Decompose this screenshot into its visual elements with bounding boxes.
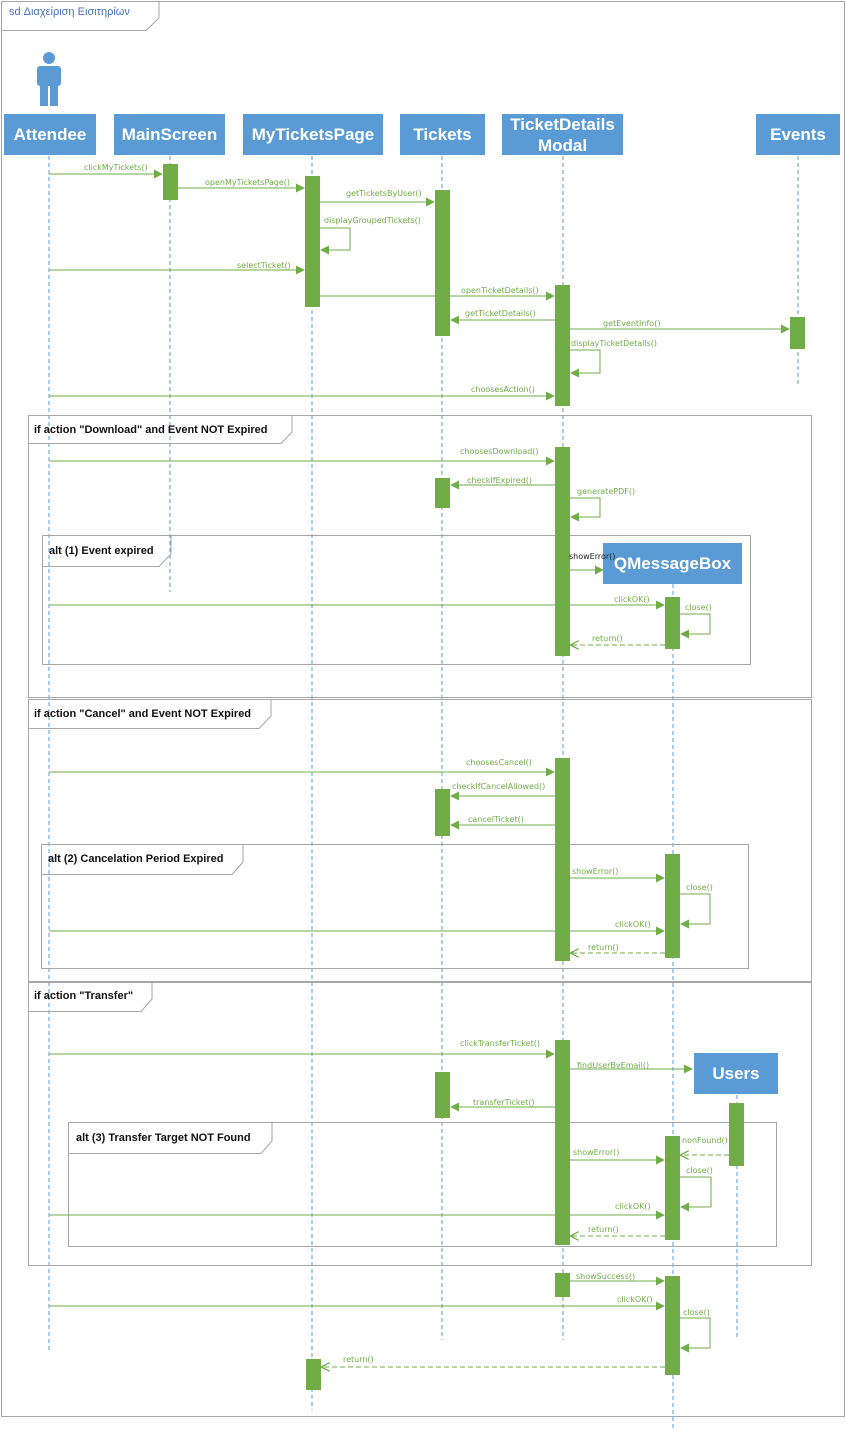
self-generate-pdf [570, 497, 601, 522]
msg-click-ok-1: clickOK() [614, 595, 650, 604]
msg-show-error-2: showError() [572, 867, 619, 876]
msg-open-ticket-details: openTicketDetails() [461, 286, 539, 295]
activation-qmessagebox-4 [665, 1276, 680, 1375]
msg-click-ok-2: clickOK() [615, 920, 651, 929]
activation-ticketdetails-1 [555, 285, 570, 406]
msg-return-2: return() [588, 943, 619, 952]
activation-ticketdetails-5 [555, 1273, 570, 1297]
msg-return-1: return() [592, 634, 623, 643]
activation-events [790, 317, 805, 349]
msg-close-2: close() [686, 883, 713, 892]
msg-click-ok-3: clickOK() [615, 1202, 651, 1211]
lifeline-head-qmessagebox: QMessageBox [603, 543, 742, 584]
activation-qmessagebox-1 [665, 597, 680, 649]
fragment-download [28, 415, 812, 698]
msg-close-4: close() [683, 1308, 710, 1317]
msg-transfer-ticket: transferTicket() [473, 1098, 535, 1107]
fragment-alt3 [68, 1122, 777, 1247]
msg-display-grouped-tickets: displayGroupedTickets() [324, 216, 421, 225]
self-close-1 [680, 613, 711, 639]
msg-get-ticket-details: getTicketDetails() [465, 309, 536, 318]
fragment-label-download: if action "Download" and Event NOT Expir… [34, 424, 268, 436]
self-close-3 [680, 1176, 712, 1212]
activation-mytickets-2 [306, 1359, 321, 1390]
msg-show-error-3: showError() [573, 1148, 620, 1157]
fragment-cancel [28, 699, 812, 982]
msg-chooses-cancel: choosesCancel() [466, 758, 532, 767]
lifeline-head-attendee: Attendee [4, 114, 96, 155]
fragment-label-alt1: alt (1) Event expired [49, 545, 154, 557]
activation-mytickets-1 [305, 176, 320, 307]
activation-qmessagebox-3 [665, 1136, 680, 1240]
msg-return-4: return() [343, 1355, 374, 1364]
msg-click-my-tickets: clickMyTickets() [84, 163, 148, 172]
msg-show-success: showSuccess() [576, 1272, 636, 1281]
frame-title: sd Διαχείριση Εισιτηρίων [9, 6, 130, 18]
activation-users [729, 1103, 744, 1166]
lifeline-head-tickets: Tickets [400, 114, 485, 155]
activation-ticketdetails-2 [555, 447, 570, 656]
fragment-label-alt3: alt (3) Transfer Target NOT Found [76, 1132, 251, 1144]
activation-mainscreen [163, 164, 178, 200]
attendee-figure-icon [37, 52, 61, 106]
msg-display-ticket-details: displayTicketDetails() [571, 339, 658, 348]
lifeline-head-events: Events [756, 114, 840, 155]
msg-return-3: return() [588, 1225, 619, 1234]
activation-tickets-1 [435, 190, 450, 336]
activation-tickets-4 [435, 1072, 450, 1118]
msg-select-ticket: selectTicket() [237, 261, 291, 270]
self-close-4 [680, 1317, 711, 1353]
msg-cancel-ticket: cancelTicket() [468, 815, 524, 824]
msg-click-transfer-ticket: clickTransferTicket() [460, 1039, 540, 1048]
activation-tickets-2 [435, 478, 450, 508]
self-display-grouped-tickets [320, 227, 351, 255]
msg-check-if-cancel-allowed: checkIfCancelAllowed() [452, 782, 546, 791]
fragment-transfer [28, 982, 812, 1266]
lifeline-head-mainscreen: MainScreen [114, 114, 225, 155]
fragment-label-cancel: if action "Cancel" and Event NOT Expired [34, 708, 252, 720]
msg-show-error-1: showError() [569, 552, 616, 561]
msg-chooses-action: choosesAction() [471, 385, 535, 394]
self-close-2 [680, 893, 711, 929]
activation-ticketdetails-3 [555, 758, 570, 961]
fragment-alt2 [41, 844, 749, 969]
msg-close-1: close() [685, 603, 712, 612]
fragment-label-transfer: if action "Transfer" [34, 990, 134, 1002]
msg-generate-pdf: generatePDF() [577, 487, 636, 496]
fragment-label-alt2: alt (2) Cancelation Period Expired [48, 853, 224, 865]
msg-find-user-by-email: findUserByEmail() [577, 1061, 650, 1070]
fragment-alt1 [42, 535, 751, 665]
msg-get-tickets-by-user: getTicketsByUser() [346, 189, 422, 198]
activation-ticketdetails-4 [555, 1040, 570, 1245]
activation-tickets-3 [435, 789, 450, 836]
self-display-ticket-details [570, 349, 601, 378]
msg-chooses-download: choosesDownload() [460, 447, 539, 456]
activation-qmessagebox-2 [665, 854, 680, 958]
lifeline-head-mytickets: MyTicketsPage [243, 114, 383, 155]
msg-open-my-tickets-page: openMyTicketsPage() [205, 178, 291, 187]
lifeline-head-users: Users [694, 1053, 778, 1094]
msg-get-event-info: getEventInfo() [603, 319, 661, 328]
msg-non-found: nonFound() [682, 1136, 728, 1145]
msg-close-3: close() [686, 1166, 713, 1175]
msg-check-if-expired: checkIfExpired() [467, 476, 533, 485]
msg-click-ok-4: clickOK() [617, 1295, 653, 1304]
